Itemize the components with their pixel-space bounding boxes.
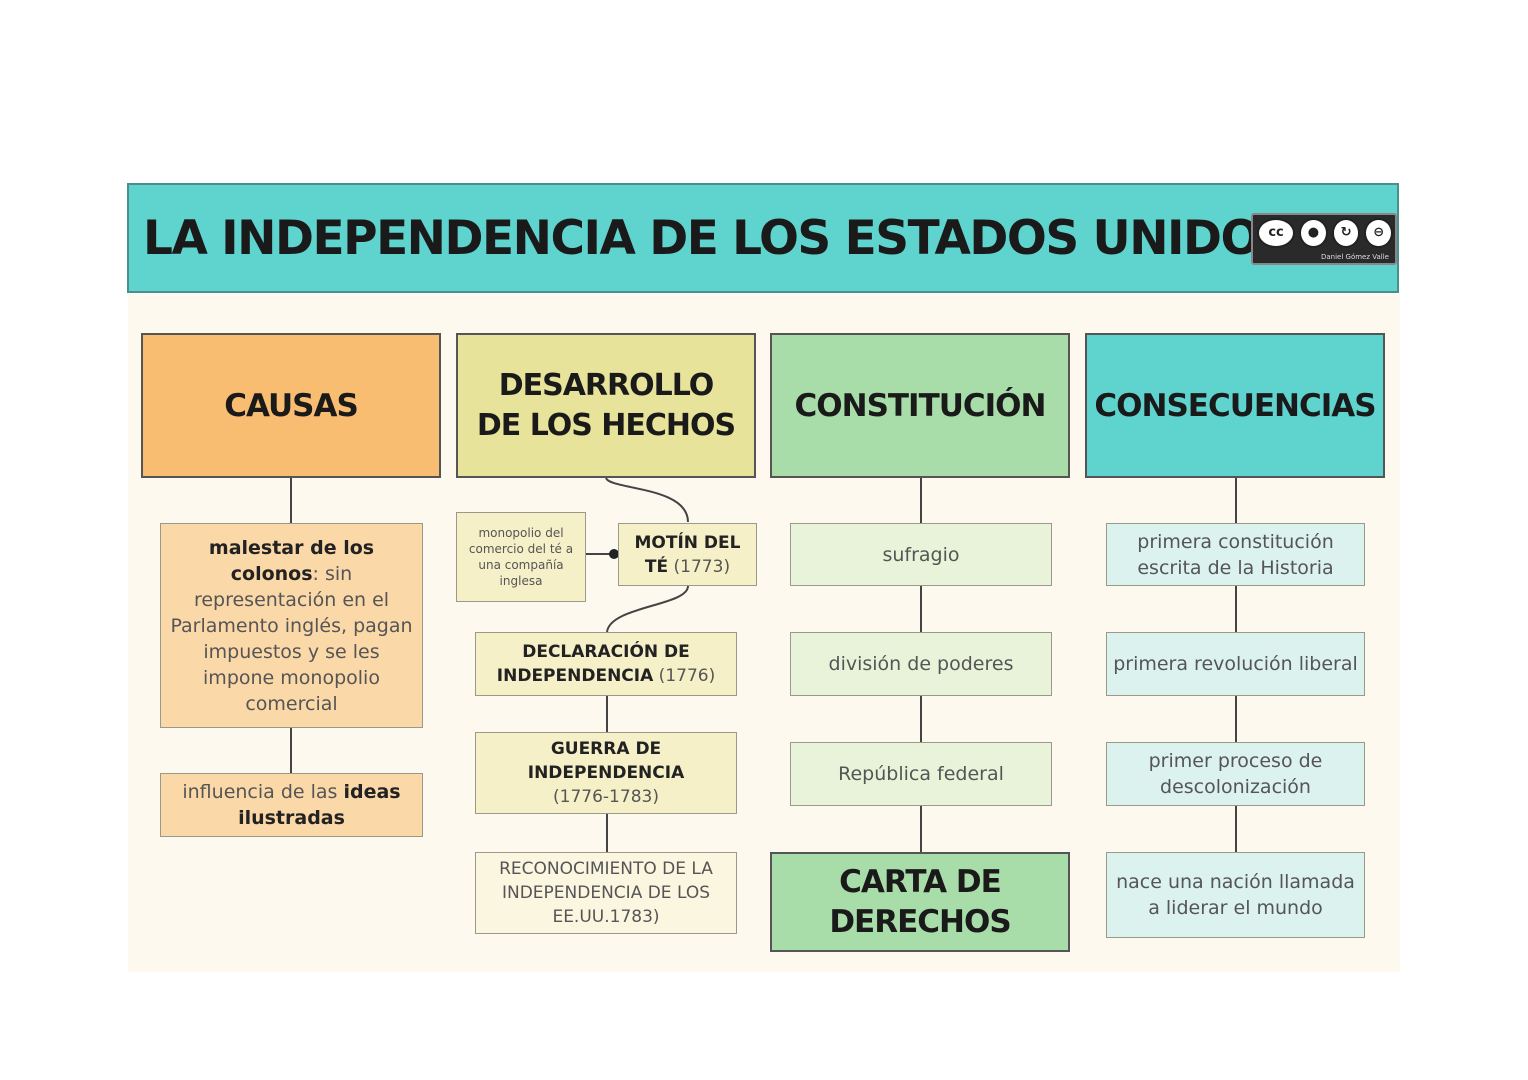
- connector-line: [1235, 586, 1237, 632]
- header-consecuencias: CONSECUENCIAS: [1085, 333, 1385, 478]
- ideas-text: influencia de las: [182, 781, 344, 803]
- consecuencia-item-revolucion: primera revolución liberal: [1106, 632, 1365, 696]
- connector-line: [920, 586, 922, 632]
- constitucion-item-republica: República federal: [790, 742, 1052, 806]
- guerra-bold: GUERRA DE INDEPENDENCIA: [527, 739, 685, 783]
- constitucion-item-division: división de poderes: [790, 632, 1052, 696]
- constitucion-item-sufragio: sufragio: [790, 523, 1052, 586]
- side-note-monopolio: monopolio del comercio del té a una comp…: [456, 512, 586, 602]
- carta-de-derechos: CARTA DE DERECHOS: [770, 852, 1070, 952]
- box-reconocimiento: RECONOCIMIENTO DE LA INDEPENDENCIA DE LO…: [475, 852, 737, 934]
- license-author: Daniel Gómez Valle: [1320, 253, 1389, 261]
- connector-line: [1235, 806, 1237, 852]
- cc-icon: cc: [1257, 218, 1296, 248]
- carta-label: CARTA DE DERECHOS: [829, 864, 1011, 940]
- consecuencia-item-descolonizacion: primer proceso de descolonización: [1106, 742, 1365, 806]
- malestar-bold: malestar de los colonos: [208, 536, 375, 585]
- connector-line: [920, 806, 922, 852]
- guerra-date: (1776-1783): [553, 787, 659, 807]
- declaracion-date: (1776): [653, 666, 716, 686]
- connector-line: [1235, 478, 1237, 523]
- connector-line: [920, 696, 922, 742]
- motin-bold: MOTÍN DEL TÉ: [634, 532, 741, 577]
- by-icon: ●: [1299, 218, 1328, 248]
- page-title: LA INDEPENDENCIA DE LOS ESTADOS UNIDOS: [143, 211, 1293, 266]
- sa-icon: ↻: [1331, 218, 1361, 248]
- connector-line: [290, 478, 292, 523]
- declaracion-bold: DECLARACIÓN DE INDEPENDENCIA: [496, 642, 690, 686]
- curved-connectors: [586, 477, 689, 633]
- causas-box-malestar: malestar de los colonos: sin representac…: [160, 523, 423, 728]
- header-constitucion: CONSTITUCIÓN: [770, 333, 1070, 478]
- box-motin-del-te: MOTÍN DEL TÉ (1773): [618, 523, 757, 586]
- consecuencia-item-constitucion: primera constitución escrita de la Histo…: [1106, 523, 1365, 586]
- connector-line: [290, 728, 292, 773]
- header-desarrollo: DESARROLLO DE LOS HECHOS: [456, 333, 756, 478]
- malestar-text: : sin representación en el Parlamento in…: [170, 562, 413, 715]
- box-declaracion: DECLARACIÓN DE INDEPENDENCIA (1776): [475, 632, 737, 696]
- connector-line: [606, 696, 608, 732]
- causas-box-ideas: influencia de las ideas ilustradas: [160, 773, 423, 837]
- connector-line: [1235, 696, 1237, 742]
- motin-date: (1773): [668, 556, 731, 577]
- ideas-bold: ideas ilustradas: [238, 781, 401, 829]
- header-causas: CAUSAS: [141, 333, 441, 478]
- box-guerra: GUERRA DE INDEPENDENCIA (1776-1783): [475, 732, 737, 814]
- header-desarrollo-label: DESARROLLO DE LOS HECHOS: [476, 367, 736, 443]
- nc-icon: ⊖: [1364, 218, 1393, 248]
- title-bar: LA INDEPENDENCIA DE LOS ESTADOS UNIDOS c…: [127, 183, 1399, 293]
- consecuencia-item-nacion: nace una nación llamada a liderar el mun…: [1106, 852, 1365, 938]
- cc-license-badge: cc ● ↻ ⊖ Daniel Gómez Valle: [1251, 213, 1397, 265]
- connector-line: [920, 478, 922, 523]
- connector-line: [606, 814, 608, 852]
